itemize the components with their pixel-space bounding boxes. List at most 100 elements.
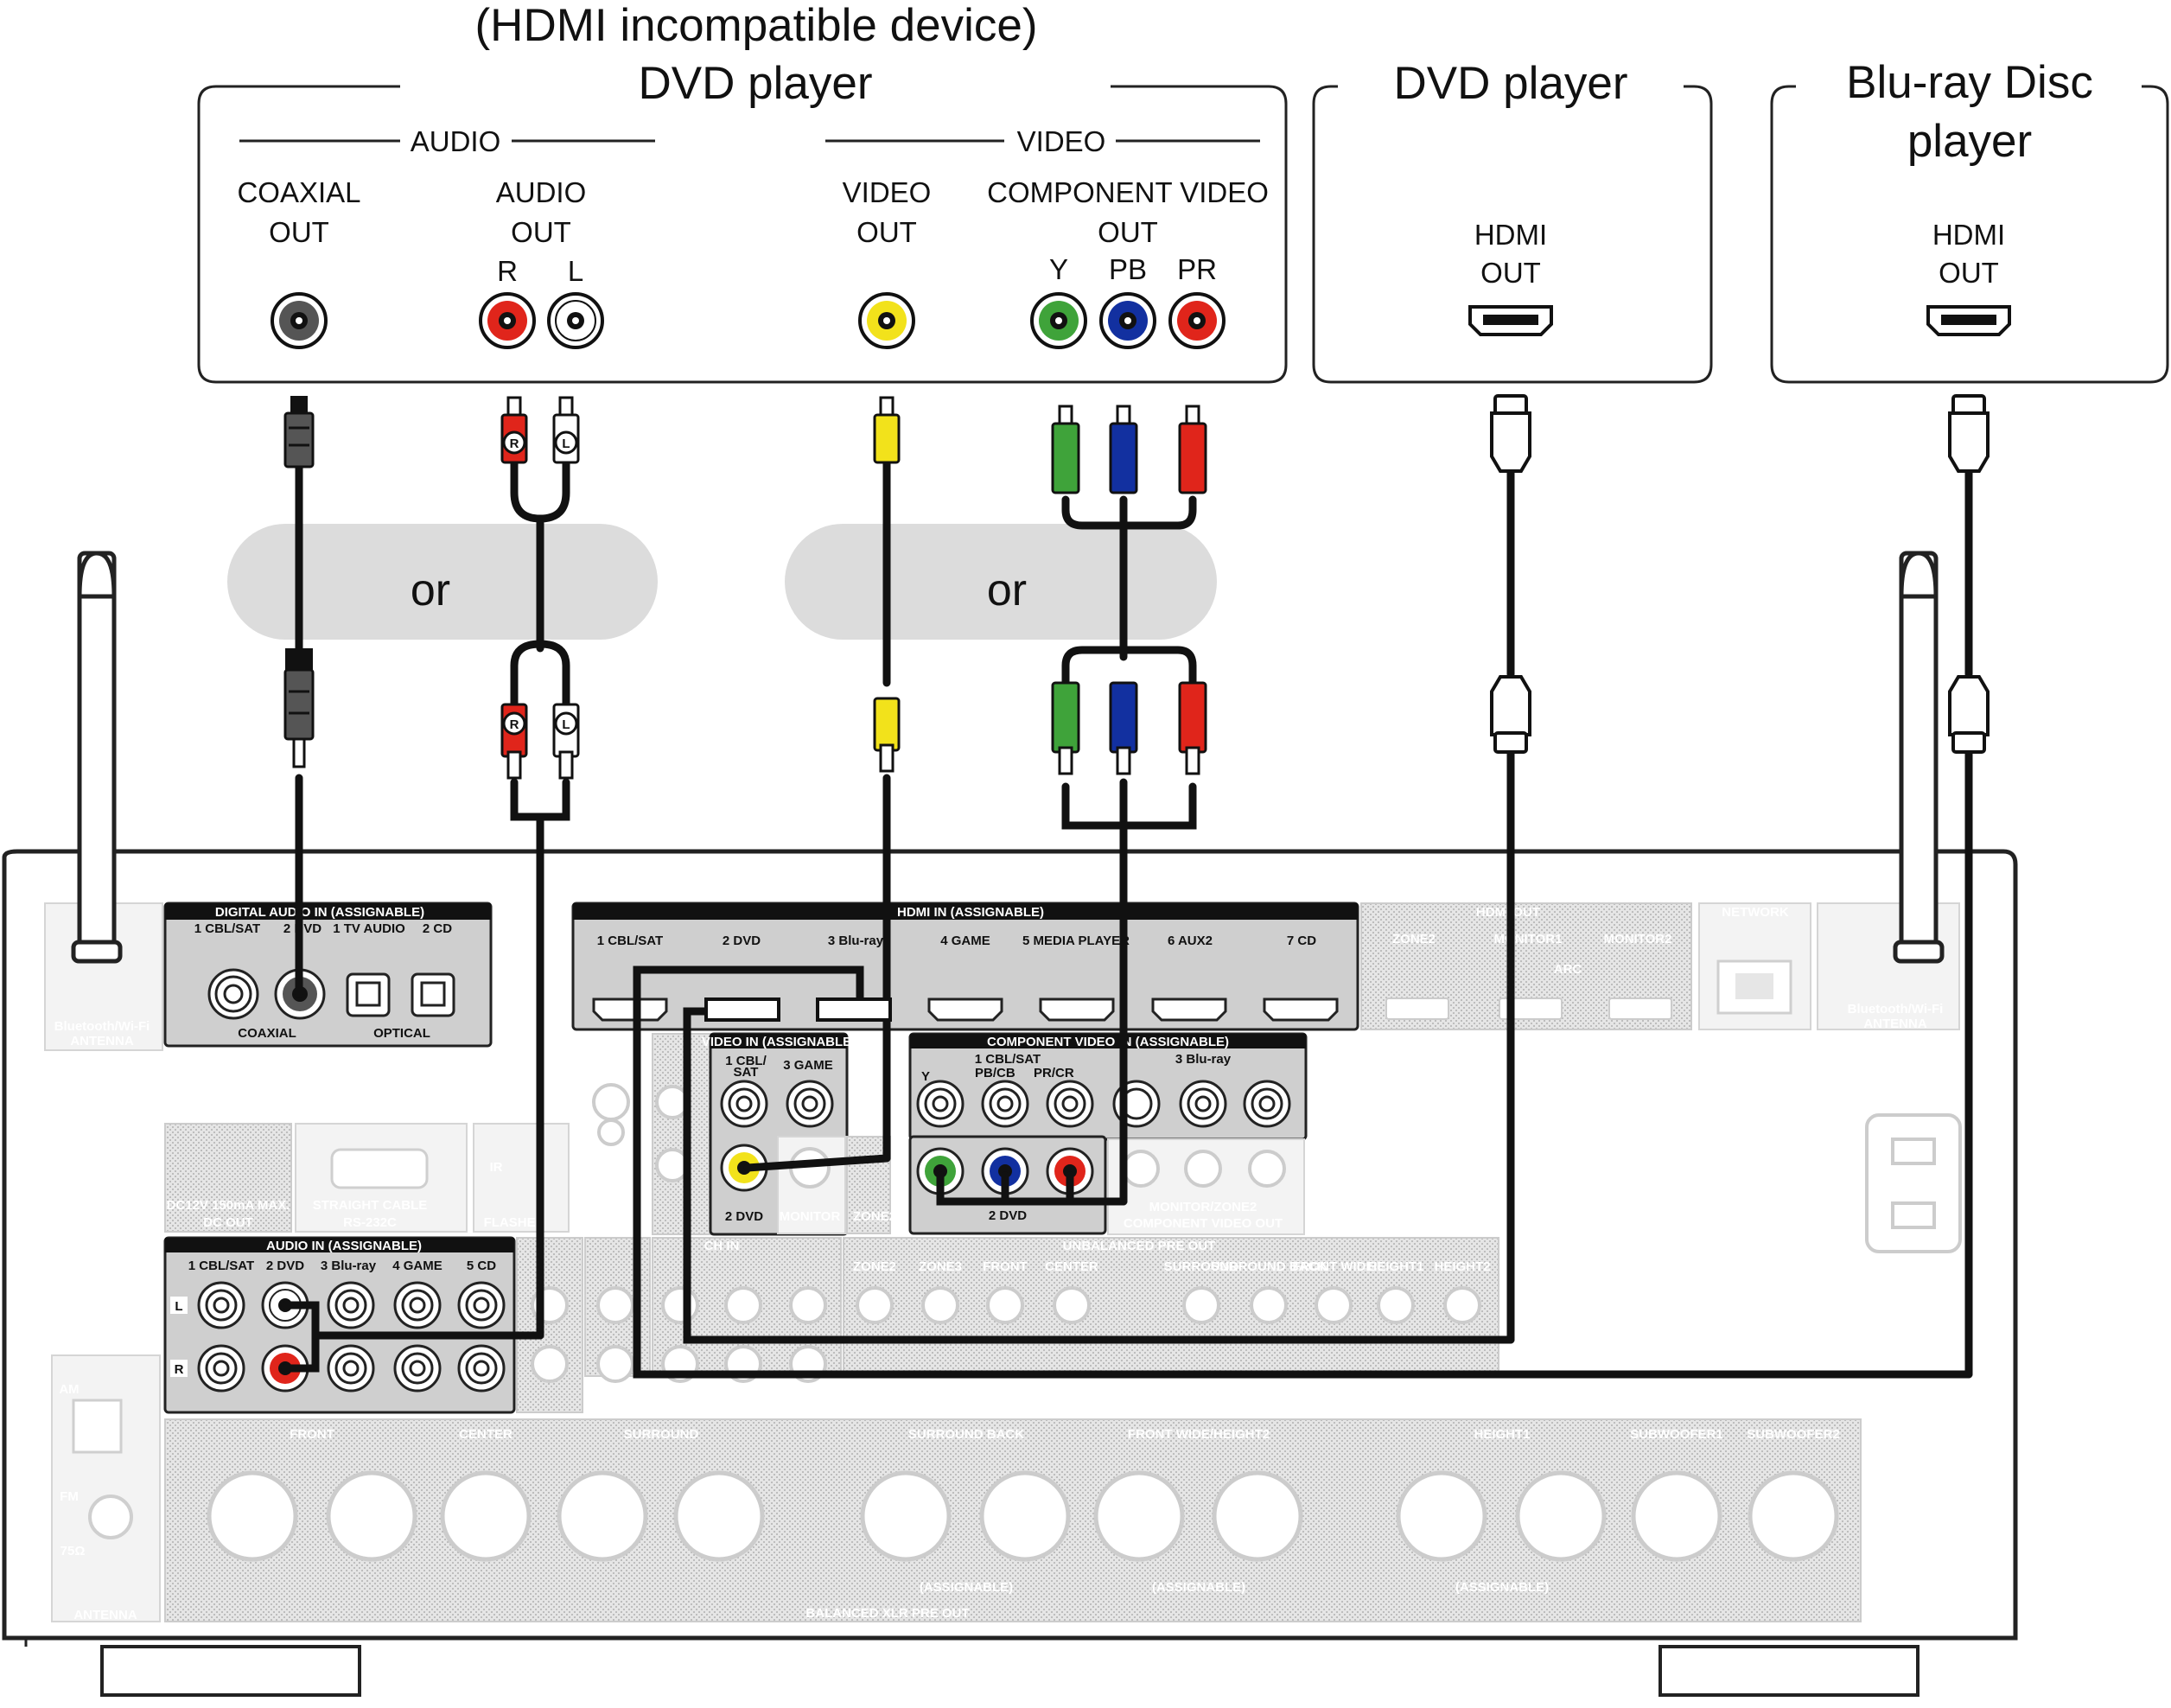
dc-out-label: DC OUT (203, 1215, 253, 1230)
hdmi-dvd-plugs (1490, 394, 1531, 754)
audio-in-4-label: 4 GAME (392, 1259, 442, 1273)
xlr-subwoofer2-label: SUBWOOFER2 (1747, 1427, 1840, 1442)
audio-r-plug-top (500, 396, 528, 464)
rs232c-cable-label: STRAIGHT CABLE (313, 1198, 428, 1213)
digital-input-3-label: 1 TV AUDIO (333, 921, 405, 936)
audio-r-plug-top-letter: R (510, 437, 519, 451)
coaxial-plug-top (283, 396, 315, 468)
audio-in-1-label: 1 CBL/SAT (188, 1259, 254, 1273)
hdmi-out-arc-label: ARC (1554, 962, 1582, 977)
coaxial-plug-bottom (283, 648, 315, 768)
hdmi-in-5-label: 5 MEDIA PLAYER (1022, 934, 1130, 948)
video-out-jack (858, 292, 915, 349)
pre-out-center-label: CENTER (1045, 1259, 1098, 1274)
audio-out-label-2: OUT (511, 216, 571, 248)
signal-gnd-label-2: GND (596, 1214, 626, 1229)
subwoofer-label: SUBWOOFER (636, 1398, 722, 1412)
audio-out-r-jack (479, 292, 536, 349)
component-video-out-label: COMPONENT VIDEO OUT (1124, 1216, 1283, 1231)
ch-in-label: CH IN (704, 1239, 740, 1253)
left-antenna (71, 551, 123, 964)
audio-or-bubble (227, 524, 658, 640)
flasher-label: FLASHER (484, 1215, 545, 1230)
xlr-front-wide-label: FRONT WIDE/HEIGHT2 (1128, 1427, 1270, 1442)
audio-or-label: or (411, 565, 450, 615)
xlr-subwoofer1-label: SUBWOOFER1 (1630, 1427, 1723, 1442)
component-plugs-top (1051, 405, 1207, 494)
monitor-zone2-label: MONITOR/ZONE2 (1149, 1200, 1257, 1214)
video-or-label: or (987, 565, 1027, 615)
video-out-label-2: OUT (856, 216, 917, 248)
audio-in-3-label: 3 Blu-ray (321, 1259, 377, 1273)
bluray-hdmi-out-label-2: OUT (1939, 257, 1999, 289)
fm-label: FM (60, 1489, 79, 1504)
hdmi-in-2-label: 2 DVD (723, 934, 761, 948)
bt-antenna-right-label-1: Bluetooth/Wi-Fi (1848, 1002, 1944, 1017)
xlr-surround-label: SURROUND (624, 1427, 699, 1442)
hdmi-in-6-label: 6 AUX2 (1168, 934, 1213, 948)
video-or-bubble (785, 524, 1217, 640)
pre-out-surround-label: SURROUND (1164, 1259, 1239, 1274)
dvd-hdmi-device: DVD player HDMI OUT (1312, 58, 1713, 384)
audio-out-l-jack (547, 292, 604, 349)
unbalanced-pre-out-label: UNBALANCED PRE OUT (1063, 1239, 1216, 1253)
coaxial-label: COAXIAL (238, 1026, 296, 1041)
bluray-title-1: Blu-ray Disc (1846, 57, 2093, 108)
component-y-label: Y (1049, 253, 1068, 285)
dvd-hdmi-title: DVD player (1394, 58, 1628, 109)
audio-l-label: L (568, 255, 583, 287)
digital-audio-in-panel: DIGITAL AUDIO IN (ASSIGNABLE) 1 CBL/SAT … (163, 902, 493, 1048)
component-video-label: COMPONENT VIDEO IN (ASSIGNABLE) (987, 1035, 1229, 1049)
hdmi-in-4-label: 4 GAME (940, 934, 990, 948)
right-antenna (1893, 551, 1945, 964)
dvd-analog-title: DVD player (639, 58, 873, 109)
bt-antenna-right-label-2: ANTENNA (1863, 1017, 1926, 1031)
hdmi-bluray-plugs (1948, 394, 1990, 754)
xlr-height1-label: HEIGHT1 (1474, 1427, 1530, 1442)
component-out-label-1: COMPONENT VIDEO (987, 176, 1269, 208)
component-y-small: Y (921, 1069, 930, 1084)
pre-out-height1-label: HEIGHT1 (1367, 1259, 1423, 1274)
video-in-1-label-b: SAT (734, 1065, 759, 1080)
digital-input-1-label: 1 CBL/SAT (194, 921, 260, 936)
audio-in-2-label: 2 DVD (266, 1259, 304, 1273)
dc-out-spec: DC12V 150mA MAX. (167, 1198, 290, 1213)
audio-in-label: AUDIO IN (ASSIGNABLE) (266, 1239, 422, 1253)
ir-label: IR (490, 1160, 503, 1175)
pre-out-front-wide-label: FRONT WIDE (1293, 1259, 1375, 1274)
component-pr-small: PR/CR (1034, 1066, 1074, 1080)
xlr-center-label: CENTER (459, 1427, 513, 1442)
bt-antenna-left-label-1: Bluetooth/Wi-Fi (54, 1019, 150, 1034)
component-pr-jack (1168, 292, 1226, 349)
xlr-assignable-3: (ASSIGNABLE) (1455, 1580, 1549, 1595)
network-label: NETWORK (1722, 905, 1789, 920)
audio-r-plug-bottom-letter: R (510, 717, 519, 732)
video-in-label: VIDEO IN (ASSIGNABLE) (702, 1035, 856, 1049)
bluray-hdmi-out-label-1: HDMI (1932, 219, 2005, 251)
bt-antenna-left-label-2: ANTENNA (70, 1034, 133, 1048)
audio-in-l-row-label: L (175, 1299, 182, 1314)
coaxial-out-label-2: OUT (269, 216, 329, 248)
am-label: AM (59, 1382, 79, 1397)
component-in-2-label: 2 DVD (989, 1208, 1027, 1223)
coaxial-out-label-1: COAXIAL (237, 176, 360, 208)
video-section-label: VIDEO (1017, 125, 1106, 157)
ac-in-label: AC IN (1817, 1180, 1852, 1195)
hdmi-in-7-label: 7 CD (1287, 934, 1316, 948)
bluray-device: Blu-ray Disc player HDMI OUT (1770, 57, 2169, 384)
zone2-video-label: ZONE2 (853, 1209, 896, 1224)
audio-out-label-1: AUDIO (496, 176, 587, 208)
component-pr-label: PR (1177, 253, 1217, 285)
pre-out-surround-back-label: SURROUND BACK (1211, 1259, 1327, 1274)
component-in-1-label: 1 CBL/SAT (975, 1052, 1041, 1067)
component-pb-small: PB/CB (975, 1066, 1015, 1080)
hdmi-incompatible-header: (HDMI incompatible device) (475, 0, 1038, 51)
xlr-surround-back-label: SURROUND BACK (908, 1427, 1024, 1442)
hdmi-out-zone2-label: ZONE2 (1392, 932, 1436, 946)
component-pb-label: PB (1109, 253, 1147, 285)
component-y-jack (1030, 292, 1087, 349)
video-in-2-label: 2 DVD (725, 1209, 763, 1224)
hdmi-out-monitor2-label: MONITOR2 (1604, 932, 1672, 946)
bluray-title-2: player (1907, 116, 2032, 167)
audio-r-plug-bottom (500, 703, 528, 780)
